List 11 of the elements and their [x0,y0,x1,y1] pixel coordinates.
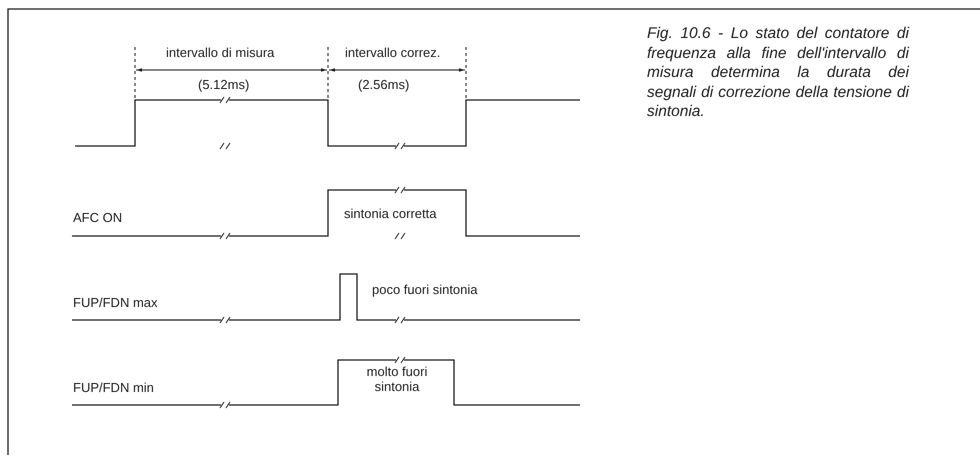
figure-caption: Fig. 10.6 - Lo stato del contatore di frequenza alla fine dell'intervallo di misura determina la durata dei segnali di correzione della tensione di sintonia. [647,24,909,122]
interval-label: intervallo correz. [345,45,440,60]
signal-label: FUP/FDN min [73,380,154,395]
state-label: poco fuori sintonia [372,282,478,297]
signal-label: AFC ON [73,210,122,225]
state-label: molto fuori sintonia [366,364,428,394]
interval-label: intervallo di misura [166,45,274,60]
state-label: sintonia corretta [344,206,436,221]
signal-label: FUP/FDN max [73,295,158,310]
duration-label: (2.56ms) [358,77,410,92]
duration-label: (5.12ms) [198,77,250,92]
